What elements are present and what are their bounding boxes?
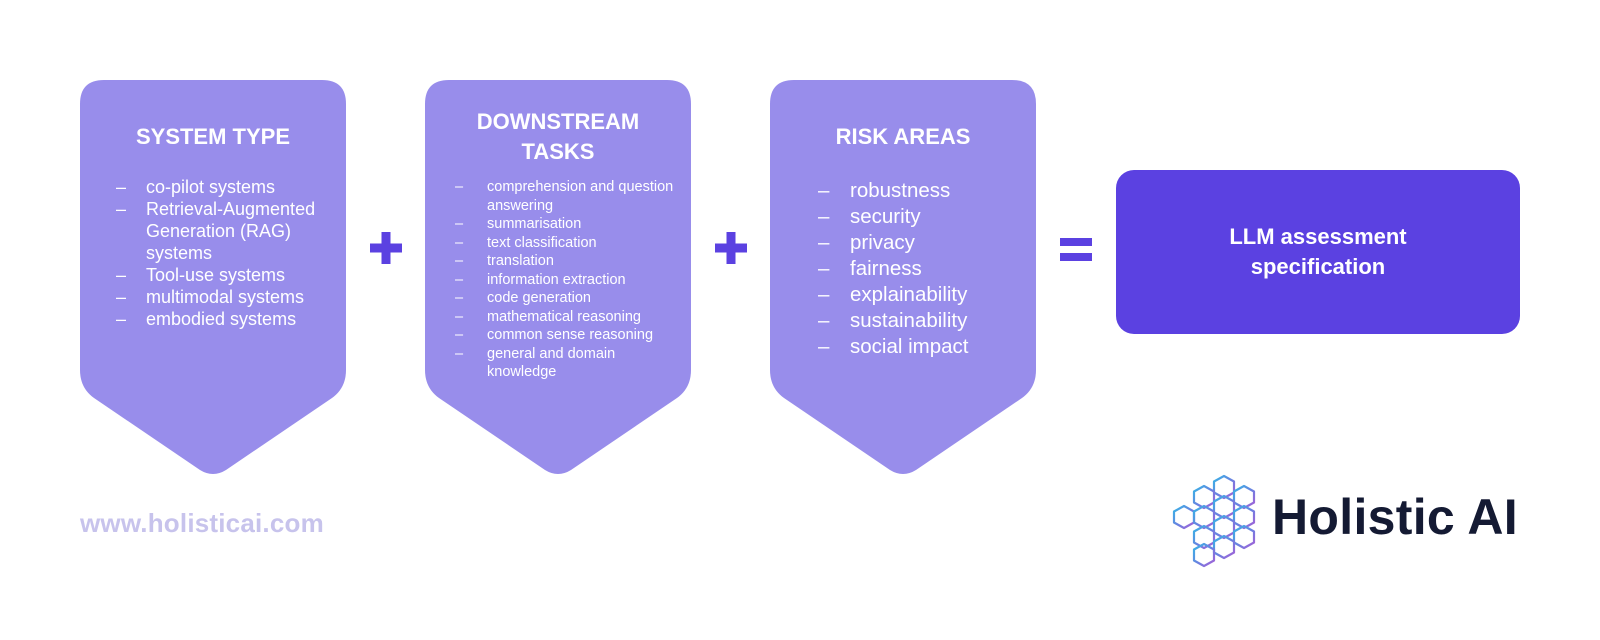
list-item: –translation [455, 253, 554, 269]
list-item: –mathematical reasoning [455, 308, 641, 325]
list-item: –Retrieval-Augmented Generation (RAG) sy… [116, 199, 316, 263]
list-item: –general and domain knowledge [455, 345, 616, 381]
list-item: –comprehension and question answering [455, 179, 674, 214]
list-item: –social impact [818, 335, 969, 358]
holistic-ai-logo: Holistic AI [1170, 472, 1530, 568]
list-item: –robustness [818, 179, 951, 202]
result-text: LLM assessment specification [1229, 224, 1407, 279]
logo-wordmark: Holistic AI [1272, 489, 1518, 545]
list-item: –explainability [818, 283, 968, 306]
card-shape [80, 80, 346, 474]
list-item: –multimodal systems [116, 287, 305, 307]
downstream-tasks-list: –comprehension and question answering –s… [455, 178, 685, 382]
plus-icon [715, 232, 747, 264]
result-box: LLM assessment specification [1116, 170, 1520, 334]
list-item: –summarisation [455, 216, 582, 232]
plus-icon [370, 232, 402, 264]
list-item: –privacy [818, 231, 915, 254]
card-title: SYSTEM TYPE [135, 124, 291, 149]
list-item: –Tool-use systems [116, 265, 286, 285]
card-shape [770, 80, 1036, 474]
list-item: –sustainability [818, 309, 968, 332]
list-item: –fairness [818, 257, 922, 280]
card-system-type: SYSTEM TYPE –co-pilot systems –Retrieval… [80, 80, 346, 474]
list-item: –text classification [455, 234, 597, 251]
website-url: www.holisticai.com [80, 508, 324, 538]
list-item: –embodied systems [116, 309, 297, 329]
list-item: –security [818, 205, 921, 228]
equals-icon [1060, 238, 1092, 261]
list-item: –code generation [455, 290, 591, 306]
card-shape [425, 80, 691, 474]
hexagon-cluster-icon [1172, 474, 1256, 568]
risk-areas-list: –robustness –security –privacy –fairness… [818, 178, 1018, 360]
card-downstream-tasks: DOWNSTREAM TASKS –comprehension and ques… [425, 80, 691, 474]
list-item: –common sense reasoning [455, 327, 654, 343]
card-title: DOWNSTREAM TASKS [476, 109, 640, 164]
list-item: –information extraction [455, 271, 626, 288]
system-type-list: –co-pilot systems –Retrieval-Augmented G… [116, 176, 316, 330]
list-item: –co-pilot systems [116, 177, 276, 197]
card-title: RISK AREAS [835, 124, 971, 149]
card-risk-areas: RISK AREAS –robustness –security –privac… [770, 80, 1036, 474]
